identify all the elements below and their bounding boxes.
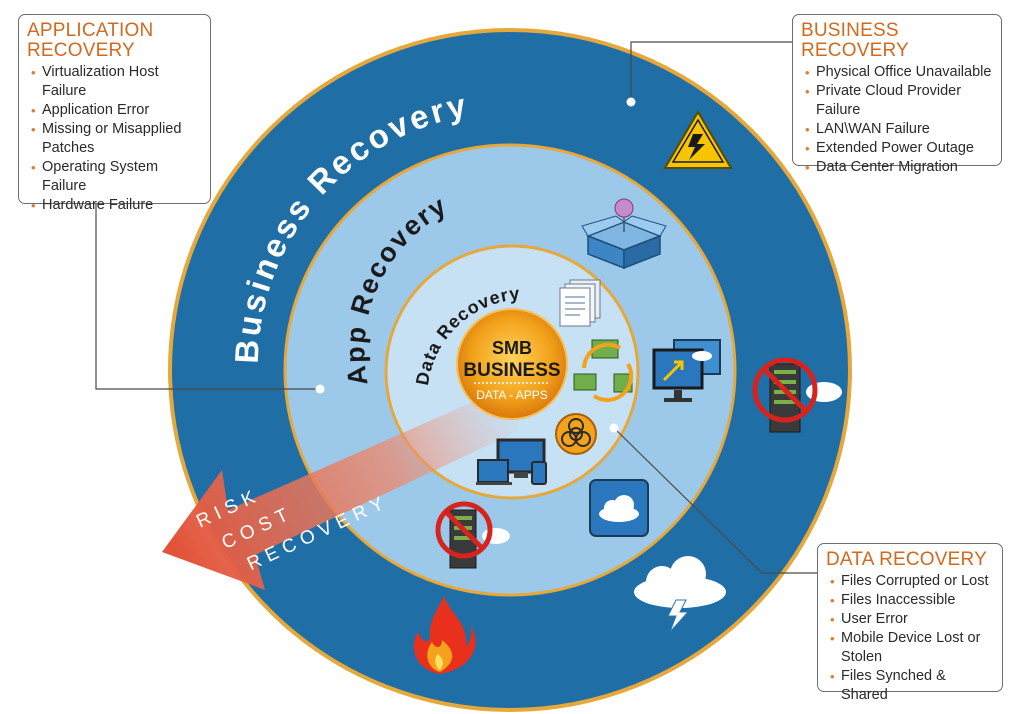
center-data-apps: DATA - APPS: [476, 388, 548, 402]
list-item: Hardware Failure: [31, 196, 202, 215]
list-item: Data Center Migration: [805, 158, 993, 177]
package-box-icon: [581, 198, 667, 270]
callout-app-title-line2: RECOVERY: [27, 40, 135, 61]
callout-data-recovery: DATA RECOVERY Files Corrupted or Lost Fi…: [817, 543, 1003, 703]
cloud-icon: [589, 479, 649, 537]
sync-computers-icon: [573, 339, 634, 402]
list-item: User Error: [830, 610, 994, 629]
biohazard-icon: [555, 413, 597, 455]
list-item: Application Error: [31, 101, 202, 120]
callout-app-list: Virtualization Host Failure Application …: [27, 63, 202, 215]
server-no-icon-middle: [435, 501, 510, 569]
list-item: Mobile Device Lost or Stolen: [830, 629, 994, 667]
callout-application-recovery: APPLICATION RECOVERY Virtualization Host…: [18, 14, 211, 215]
devices-icon: [476, 438, 547, 485]
center-smb: SMB: [492, 338, 532, 358]
callout-biz-title: BUSINESS RECOVERY: [801, 20, 909, 61]
list-item: Operating System Failure: [31, 158, 202, 196]
connector-dot-business: [626, 97, 636, 107]
list-item: Files Corrupted or Lost: [830, 572, 994, 591]
fire-icon: [413, 596, 476, 674]
connector-dot-app: [315, 384, 325, 394]
center-badge: SMB BUSINESS DATA - APPS: [456, 308, 568, 420]
callout-business-recovery: BUSINESS RECOVERY Physical Office Unavai…: [792, 14, 1002, 177]
list-item: Physical Office Unavailable: [805, 63, 993, 82]
callout-biz-list: Physical Office Unavailable Private Clou…: [801, 63, 993, 177]
remote-desktop-icon: [652, 339, 721, 402]
storm-cloud-icon: [634, 556, 726, 633]
server-no-icon: [752, 357, 842, 433]
callout-data-list: Files Corrupted or Lost Files Inaccessib…: [826, 572, 994, 705]
list-item: Missing or Misapplied Patches: [31, 120, 202, 158]
documents-icon: [559, 279, 601, 327]
callout-app-title-line1: APPLICATION: [27, 20, 154, 41]
list-item: Files Inaccessible: [830, 591, 994, 610]
list-item: Virtualization Host Failure: [31, 63, 202, 101]
connector-lines: [95, 41, 817, 574]
warning-power-icon: [663, 110, 733, 169]
connector-dot-data: [609, 423, 619, 433]
list-item: Files Synched & Shared: [830, 667, 994, 705]
callout-app-title: APPLICATION RECOVERY: [27, 21, 202, 61]
list-item: Extended Power Outage: [805, 139, 993, 158]
list-item: Private Cloud Provider Failure: [805, 82, 993, 120]
list-item: LAN\WAN Failure: [805, 120, 993, 139]
arrow-shape: [162, 390, 520, 590]
center-business: BUSINESS: [463, 360, 560, 381]
callout-data-title: DATA RECOVERY: [826, 549, 987, 570]
